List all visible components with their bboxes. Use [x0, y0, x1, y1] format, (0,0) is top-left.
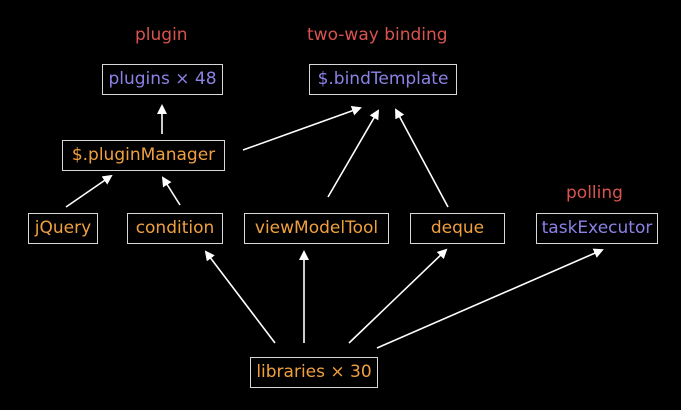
- annotation-plugin: plugin: [135, 25, 188, 45]
- arrow-jquery-to-pluginmanager: [65, 174, 113, 208]
- arrow-libraries-to-deque: [348, 248, 448, 344]
- arrow-condition-to-pluginmanager: [161, 176, 181, 206]
- node-libraries: libraries × 30: [250, 357, 378, 388]
- arrow-viewmodeltool-to-bindtemplate: [327, 109, 380, 198]
- node-deque: deque: [410, 213, 505, 244]
- node-view-model-tool: viewModelTool: [244, 213, 389, 244]
- arrow-pluginmanager-to-bindtemplate: [242, 105, 362, 151]
- node-condition: condition: [127, 213, 223, 244]
- annotation-polling: polling: [566, 183, 623, 203]
- node-task-executor: taskExecutor: [536, 213, 658, 244]
- arrow-deque-to-bindtemplate: [395, 108, 449, 208]
- arrow-libraries-to-taskexecutor: [376, 248, 604, 349]
- node-plugins: plugins × 48: [102, 64, 223, 95]
- arrow-libraries-to-condition: [204, 250, 276, 344]
- node-plugin-manager: $.pluginManager: [62, 140, 225, 171]
- node-jquery: jQuery: [28, 213, 98, 244]
- node-bind-template: $.bindTemplate: [309, 64, 457, 95]
- annotation-two-way-binding: two-way binding: [307, 25, 448, 45]
